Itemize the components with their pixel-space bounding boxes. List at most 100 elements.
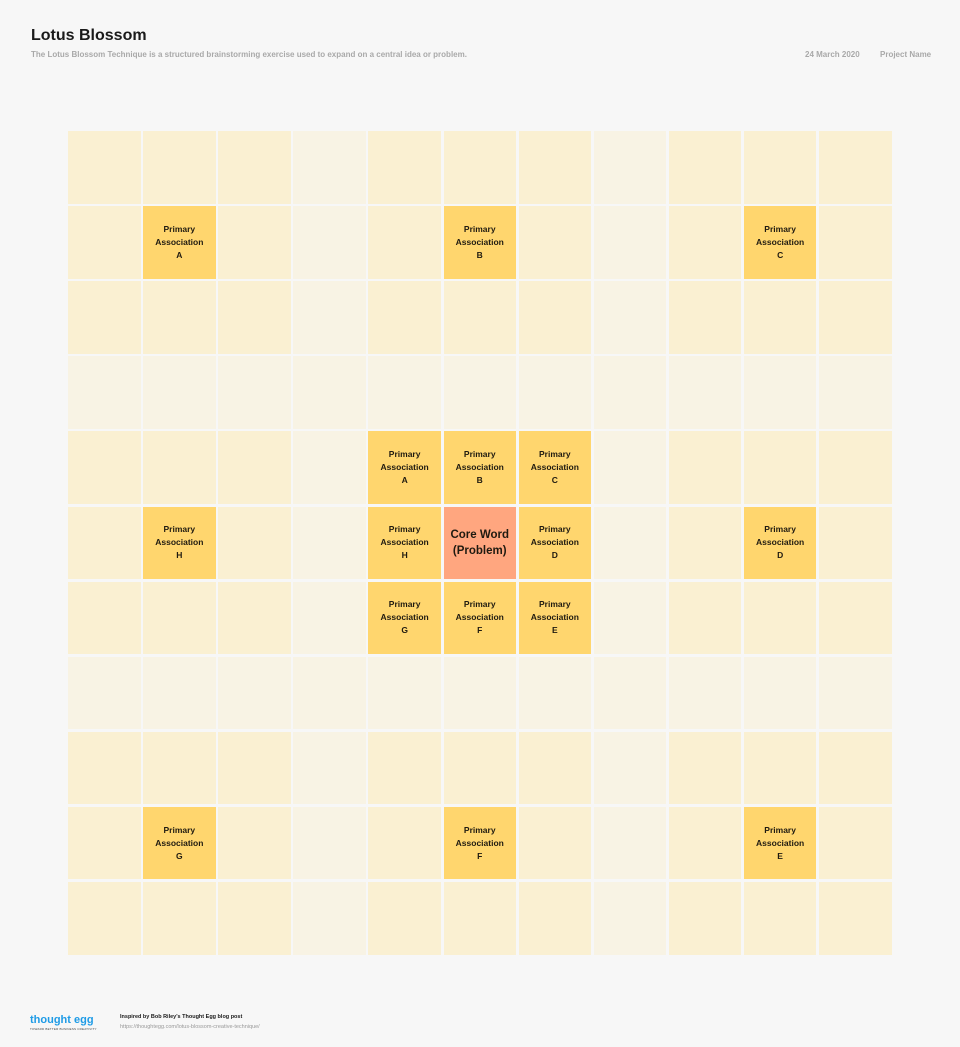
empty-idea-cell[interactable] <box>443 131 516 204</box>
empty-idea-cell[interactable] <box>819 581 892 655</box>
empty-idea-cell[interactable] <box>668 506 742 579</box>
empty-idea-cell[interactable] <box>68 131 141 204</box>
empty-idea-cell[interactable] <box>218 281 291 354</box>
project-name[interactable]: Project Name <box>880 50 932 59</box>
empty-idea-cell[interactable] <box>218 731 291 805</box>
empty-idea-cell[interactable] <box>368 731 441 805</box>
empty-idea-cell[interactable] <box>819 206 892 279</box>
empty-idea-cell[interactable] <box>593 806 667 880</box>
empty-idea-cell[interactable] <box>593 506 667 579</box>
primary-association-card[interactable]: Primary Association C <box>743 206 817 279</box>
empty-idea-cell[interactable] <box>293 356 366 429</box>
empty-idea-cell[interactable] <box>68 581 141 655</box>
primary-association-card[interactable]: Primary Association D <box>518 506 592 579</box>
empty-idea-cell[interactable] <box>518 806 592 880</box>
empty-idea-cell[interactable] <box>218 506 291 579</box>
primary-association-card[interactable]: Primary Association G <box>143 806 216 880</box>
empty-idea-cell[interactable] <box>293 431 366 504</box>
empty-idea-cell[interactable] <box>668 882 742 955</box>
empty-idea-cell[interactable] <box>218 356 291 429</box>
empty-idea-cell[interactable] <box>368 882 441 955</box>
primary-association-card[interactable]: Primary Association H <box>368 506 441 579</box>
empty-idea-cell[interactable] <box>293 206 366 279</box>
empty-idea-cell[interactable] <box>819 731 892 805</box>
primary-association-card[interactable]: Primary Association E <box>518 581 592 655</box>
empty-idea-cell[interactable] <box>518 656 592 730</box>
empty-idea-cell[interactable] <box>668 806 742 880</box>
empty-idea-cell[interactable] <box>443 281 516 354</box>
empty-idea-cell[interactable] <box>743 431 817 504</box>
empty-idea-cell[interactable] <box>593 581 667 655</box>
empty-idea-cell[interactable] <box>143 431 216 504</box>
primary-association-card[interactable]: Primary Association G <box>368 581 441 655</box>
credit-link[interactable]: https://thoughtegg.com/lotus-blossom-cre… <box>120 1024 260 1030</box>
primary-association-card[interactable]: Primary Association A <box>143 206 216 279</box>
empty-idea-cell[interactable] <box>68 281 141 354</box>
empty-idea-cell[interactable] <box>668 356 742 429</box>
empty-idea-cell[interactable] <box>668 206 742 279</box>
empty-idea-cell[interactable] <box>743 656 817 730</box>
empty-idea-cell[interactable] <box>143 281 216 354</box>
empty-idea-cell[interactable] <box>743 281 817 354</box>
primary-association-card[interactable]: Primary Association B <box>443 206 516 279</box>
empty-idea-cell[interactable] <box>593 356 667 429</box>
primary-association-card[interactable]: Primary Association F <box>443 581 516 655</box>
empty-idea-cell[interactable] <box>218 131 291 204</box>
empty-idea-cell[interactable] <box>743 731 817 805</box>
empty-idea-cell[interactable] <box>819 806 892 880</box>
empty-idea-cell[interactable] <box>668 656 742 730</box>
empty-idea-cell[interactable] <box>293 656 366 730</box>
empty-idea-cell[interactable] <box>443 356 516 429</box>
empty-idea-cell[interactable] <box>293 281 366 354</box>
empty-idea-cell[interactable] <box>218 581 291 655</box>
empty-idea-cell[interactable] <box>743 131 817 204</box>
empty-idea-cell[interactable] <box>143 656 216 730</box>
core-word-card[interactable]: Core Word (Problem) <box>443 506 516 579</box>
empty-idea-cell[interactable] <box>218 656 291 730</box>
empty-idea-cell[interactable] <box>218 431 291 504</box>
empty-idea-cell[interactable] <box>293 581 366 655</box>
empty-idea-cell[interactable] <box>143 131 216 204</box>
primary-association-card[interactable]: Primary Association A <box>368 431 441 504</box>
empty-idea-cell[interactable] <box>143 731 216 805</box>
empty-idea-cell[interactable] <box>668 431 742 504</box>
empty-idea-cell[interactable] <box>743 581 817 655</box>
empty-idea-cell[interactable] <box>368 281 441 354</box>
empty-idea-cell[interactable] <box>593 656 667 730</box>
empty-idea-cell[interactable] <box>518 882 592 955</box>
empty-idea-cell[interactable] <box>218 882 291 955</box>
empty-idea-cell[interactable] <box>443 656 516 730</box>
primary-association-card[interactable]: Primary Association D <box>743 506 817 579</box>
primary-association-card[interactable]: Primary Association C <box>518 431 592 504</box>
empty-idea-cell[interactable] <box>293 882 366 955</box>
empty-idea-cell[interactable] <box>143 581 216 655</box>
empty-idea-cell[interactable] <box>68 206 141 279</box>
empty-idea-cell[interactable] <box>218 206 291 279</box>
empty-idea-cell[interactable] <box>518 356 592 429</box>
empty-idea-cell[interactable] <box>668 131 742 204</box>
empty-idea-cell[interactable] <box>518 206 592 279</box>
empty-idea-cell[interactable] <box>518 731 592 805</box>
empty-idea-cell[interactable] <box>293 131 366 204</box>
empty-idea-cell[interactable] <box>668 731 742 805</box>
empty-idea-cell[interactable] <box>743 882 817 955</box>
empty-idea-cell[interactable] <box>368 806 441 880</box>
empty-idea-cell[interactable] <box>68 882 141 955</box>
empty-idea-cell[interactable] <box>293 506 366 579</box>
empty-idea-cell[interactable] <box>819 882 892 955</box>
empty-idea-cell[interactable] <box>518 281 592 354</box>
empty-idea-cell[interactable] <box>68 731 141 805</box>
primary-association-card[interactable]: Primary Association F <box>443 806 516 880</box>
empty-idea-cell[interactable] <box>368 356 441 429</box>
empty-idea-cell[interactable] <box>368 131 441 204</box>
empty-idea-cell[interactable] <box>668 581 742 655</box>
empty-idea-cell[interactable] <box>443 731 516 805</box>
empty-idea-cell[interactable] <box>518 131 592 204</box>
empty-idea-cell[interactable] <box>68 656 141 730</box>
empty-idea-cell[interactable] <box>819 281 892 354</box>
empty-idea-cell[interactable] <box>819 131 892 204</box>
empty-idea-cell[interactable] <box>743 356 817 429</box>
empty-idea-cell[interactable] <box>593 882 667 955</box>
empty-idea-cell[interactable] <box>819 431 892 504</box>
empty-idea-cell[interactable] <box>593 431 667 504</box>
